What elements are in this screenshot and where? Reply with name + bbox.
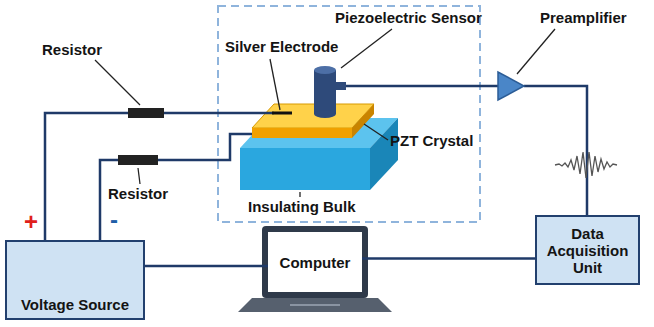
part-label: Piezoelectric Sensor	[335, 9, 482, 27]
sensor-cylinder	[314, 66, 346, 118]
wires	[45, 86, 587, 240]
pzt-crystal	[252, 104, 374, 138]
insulating-bulk	[240, 118, 398, 190]
laptop-icon	[238, 226, 392, 312]
part-label: Preamplifier	[540, 9, 627, 27]
part-label: Insulating Bulk	[248, 198, 356, 216]
wire-connector	[145, 265, 268, 268]
signal-wave	[555, 152, 617, 178]
part-label: PZT Crystal	[390, 132, 473, 150]
daq-box: Data Acquisition Unit	[535, 215, 640, 285]
voltage-source-box: Voltage Source	[5, 240, 145, 320]
preamplifier-symbol	[498, 72, 524, 100]
polarity-sign: +	[24, 208, 38, 235]
node-text: Data Acquisition Unit	[541, 225, 634, 276]
electrode-terminal	[272, 112, 292, 115]
node-text: Computer	[280, 254, 351, 271]
resistor-symbol	[128, 108, 164, 118]
part-label: Silver Electrode	[225, 38, 338, 56]
node-text: Voltage Source	[21, 296, 129, 313]
leader-lines	[95, 29, 555, 197]
wire-connector	[362, 257, 535, 260]
part-label: Resistor	[108, 185, 168, 203]
part-label: Resistor	[42, 41, 102, 59]
polarity-sign: -	[110, 206, 118, 233]
computer-screen: Computer	[268, 232, 362, 292]
resistor-symbol	[118, 155, 158, 165]
